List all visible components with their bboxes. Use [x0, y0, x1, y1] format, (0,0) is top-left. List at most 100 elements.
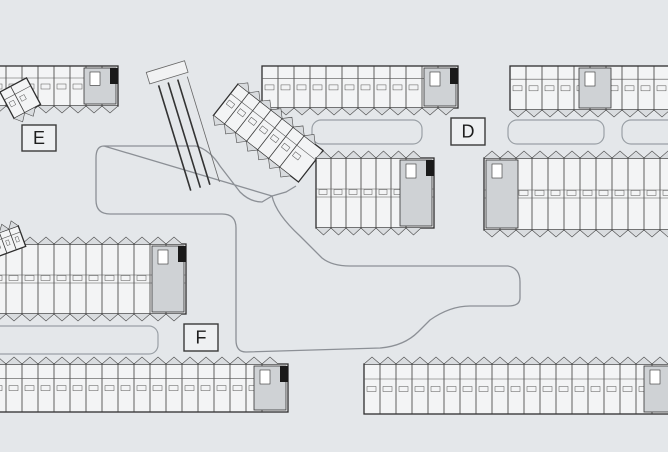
ramp-header: [145, 60, 189, 85]
unit-wall: [8, 229, 17, 250]
unit-fixture: [120, 385, 131, 391]
wing-f-west-balconies: [0, 220, 19, 237]
label-e-box: [21, 124, 57, 152]
wing-se-balconies: [363, 356, 668, 365]
wing-f-west: [0, 220, 27, 258]
wing-se-stair: [649, 369, 661, 385]
wing-d-south-balconies: [315, 227, 422, 236]
wing-c-north-stair: [584, 71, 596, 87]
unit-fixture: [318, 189, 328, 195]
unit-fixture: [184, 385, 195, 391]
unit-fixture: [264, 84, 275, 91]
wing-c-south-stair: [491, 163, 503, 179]
corridor-line: [230, 93, 316, 161]
unit-fixture: [430, 386, 441, 392]
unit-fixture: [630, 190, 641, 196]
unit-fixture: [88, 275, 99, 281]
wing-c-south: [483, 150, 668, 238]
label-f-text: F: [196, 328, 207, 348]
unit-fixture: [348, 189, 358, 195]
unit-fixture: [292, 151, 302, 161]
unit-fixture: [24, 385, 35, 391]
unit-fixture: [40, 385, 51, 391]
wing-e-stub-balconies: [13, 107, 36, 123]
wing-d-north-stair: [429, 71, 441, 87]
wing-d-north-balconies: [261, 107, 455, 116]
wing-f-north-balconies: [0, 236, 183, 245]
unit-fixture: [624, 85, 635, 92]
unit-fixture: [528, 85, 539, 92]
unit-fixture: [312, 84, 323, 91]
unit-fixture: [398, 386, 409, 392]
unit-fixture: [408, 84, 419, 91]
unit-wall: [224, 92, 250, 125]
unit-fixture: [232, 385, 243, 391]
unit-fixture: [56, 275, 67, 281]
wing-d-diag: [212, 82, 325, 183]
main-walkway: [95, 145, 521, 353]
unit-fixture: [656, 85, 667, 92]
unit-fixture: [606, 386, 617, 392]
unit-fixture: [216, 385, 227, 391]
wing-d-north: [261, 65, 459, 116]
unit-fixture: [566, 190, 577, 196]
unit-fixture: [550, 190, 561, 196]
unit-fixture: [0, 275, 3, 281]
unit-fixture: [24, 275, 35, 281]
wing-sw: [0, 356, 289, 413]
unit-fixture: [104, 275, 115, 281]
label-f-box: [183, 323, 219, 352]
unit-fixture: [56, 385, 67, 391]
pad-upper-mid: [311, 119, 423, 145]
label-e: E: [21, 124, 57, 152]
unit-fixture: [392, 84, 403, 91]
wing-f-north-service-shaft: [178, 246, 186, 262]
unit-fixture: [136, 385, 147, 391]
unit-fixture: [72, 83, 83, 90]
building-wings: [0, 65, 668, 415]
label-f: F: [183, 323, 219, 352]
wing-c-south-balconies: [483, 229, 668, 238]
landscape-pads: [0, 119, 668, 355]
wing-c-south-balconies: [483, 150, 668, 159]
unit-fixture: [5, 239, 11, 246]
wing-f-north-balconies: [0, 313, 183, 322]
unit-fixture: [40, 83, 51, 90]
pad-d-right: [621, 119, 668, 145]
unit-fixture: [574, 386, 585, 392]
wing-d-south: [315, 150, 435, 236]
unit-fixture: [478, 386, 489, 392]
unit-fixture: [0, 385, 3, 391]
ramp-rail-1: [157, 85, 192, 191]
label-e-text: E: [33, 128, 45, 148]
unit-fixture: [88, 385, 99, 391]
label-d-box: [450, 117, 486, 146]
unit-fixture: [462, 386, 473, 392]
unit-wall: [235, 100, 261, 134]
wing-sw-outline: [0, 363, 289, 413]
unit-fixture: [598, 190, 609, 196]
unit-fixture: [200, 385, 211, 391]
wing-c-north: [509, 65, 668, 118]
d-entry-path: [271, 185, 297, 197]
wing-d-south-service-shaft: [426, 160, 434, 176]
wing-d-diag-balconies: [237, 82, 316, 145]
unit-fixture: [614, 190, 625, 196]
unit-fixture: [281, 142, 291, 152]
unit-fixture: [646, 190, 657, 196]
unit-fixture: [152, 385, 163, 391]
unit-fixture: [225, 99, 236, 109]
unit-wall: [257, 118, 283, 151]
ramp-structure: [145, 60, 220, 191]
pad-d-left: [507, 119, 605, 145]
unit-fixture: [247, 116, 258, 126]
unit-fixture: [19, 94, 27, 102]
unit-fixture: [296, 84, 307, 91]
wing-e-north-service-shaft: [110, 68, 118, 84]
unit-wall: [268, 126, 294, 159]
unit-fixture: [8, 99, 17, 108]
unit-fixture: [333, 189, 343, 195]
wing-se: [363, 356, 668, 415]
wing-d-south-stair: [405, 163, 417, 179]
